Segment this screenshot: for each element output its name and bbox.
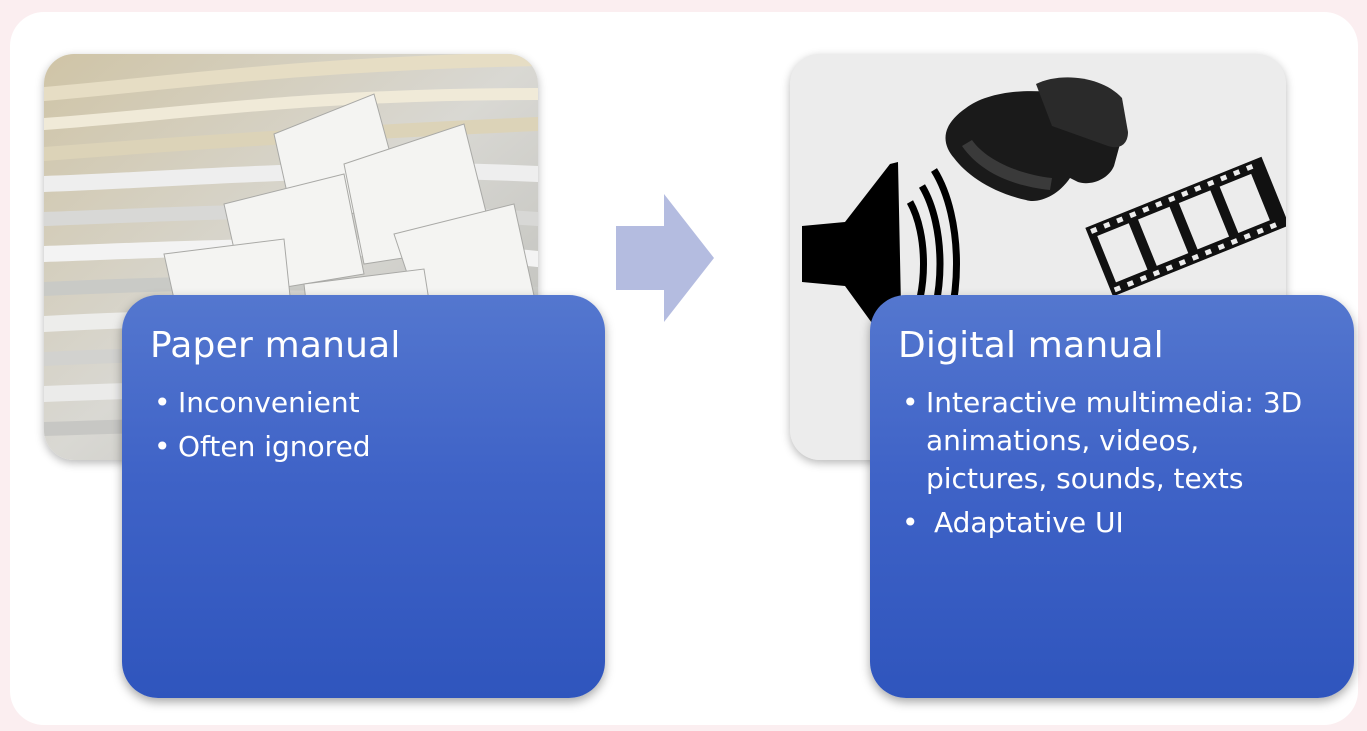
digital-manual-card: Digital manual •Interactive multimedia: … xyxy=(870,295,1354,698)
bullet-list: •Inconvenient •Often ignored xyxy=(150,384,577,466)
bullet-item: •Inconvenient xyxy=(150,384,577,422)
bullet-text: Inconvenient xyxy=(178,386,360,419)
card-title: Digital manual xyxy=(898,325,1164,366)
paper-manual-card: Paper manual •Inconvenient •Often ignore… xyxy=(122,295,605,698)
bullet-text: Often ignored xyxy=(178,430,371,463)
bullet-item: •Often ignored xyxy=(150,428,577,466)
bullet-dot-icon: • xyxy=(154,386,171,419)
bullet-list: •Interactive multimedia: 3D animations, … xyxy=(898,384,1326,542)
bullet-dot-icon: • xyxy=(902,386,919,419)
film-strip-icon xyxy=(1085,156,1286,297)
bullet-item: • Adaptative UI xyxy=(898,504,1326,542)
bullet-text: Adaptative UI xyxy=(934,506,1124,539)
card-title: Paper manual xyxy=(150,325,401,366)
bullet-text: Interactive multimedia: 3D animations, v… xyxy=(926,386,1303,495)
bullet-dot-icon: • xyxy=(154,430,171,463)
bullet-item: •Interactive multimedia: 3D animations, … xyxy=(898,384,1326,498)
vr-headset-icon xyxy=(945,77,1128,202)
right-arrow-icon xyxy=(616,194,714,322)
slide: Paper manual •Inconvenient •Often ignore… xyxy=(10,12,1358,725)
bullet-dot-icon: • xyxy=(902,506,919,539)
